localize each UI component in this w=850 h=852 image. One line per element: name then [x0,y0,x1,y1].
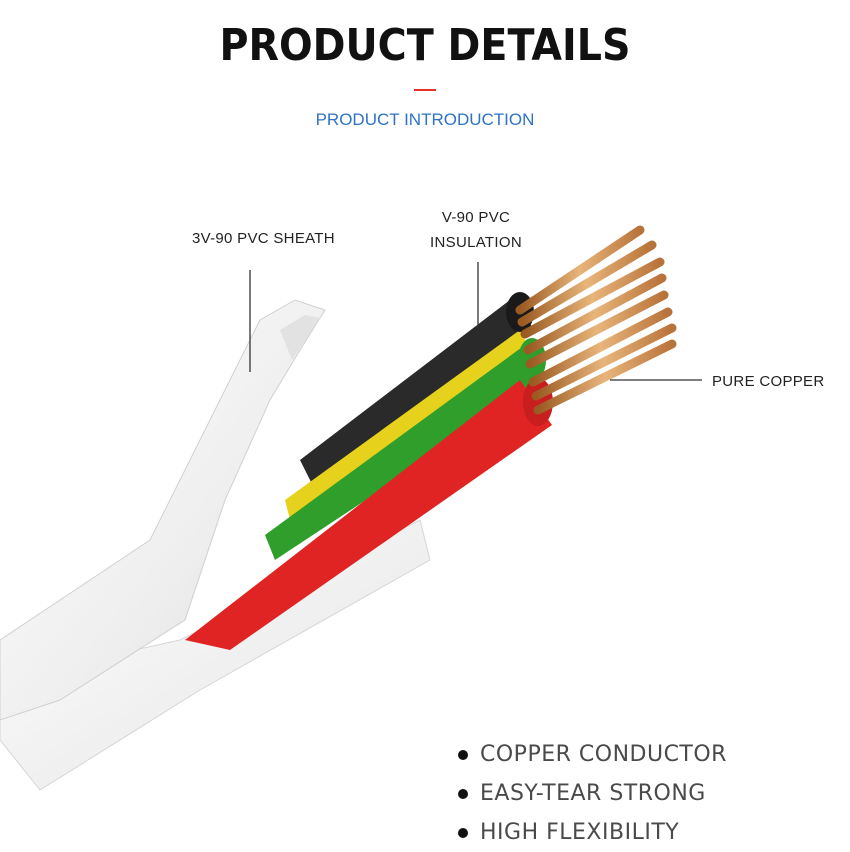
bullet-icon [458,749,468,760]
title-accent-rule [414,89,436,91]
feature-item: HIGH FLEXIBILITY [458,813,727,852]
page-subtitle: PRODUCT INTRODUCTION [315,110,535,129]
red-wire [185,380,552,650]
sheath-inner-channel [280,315,320,360]
yellow-green-wire-yellow [285,330,530,520]
bullet-icon [458,788,468,799]
copper-callout-label: PURE COPPER [712,373,825,390]
black-wire [300,300,535,490]
page-title: PRODUCT DETAILS [219,20,631,71]
feature-item: COPPER CONDUCTOR [458,735,727,774]
bullet-icon [458,827,468,838]
insulation-callout-line1: V-90 PVC [441,209,511,226]
feature-item: EASY-TEAR STRONG [458,774,727,813]
feature-text: COPPER CONDUCTOR [480,742,727,767]
feature-text: EASY-TEAR STRONG [480,781,706,806]
cable-sheath-peeled [0,299,326,721]
copper-strands [515,225,677,415]
sheath-callout-label: 3V-90 PVC SHEATH [192,230,335,247]
feature-text: HIGH FLEXIBILITY [480,820,680,845]
feature-list: COPPER CONDUCTOR EASY-TEAR STRONG HIGH F… [458,735,727,852]
insulation-callout-label: V-90 PVC INSULATION [416,205,536,255]
insulation-callout-line2: INSULATION [430,234,522,251]
yellow-green-wire-green [265,345,540,560]
